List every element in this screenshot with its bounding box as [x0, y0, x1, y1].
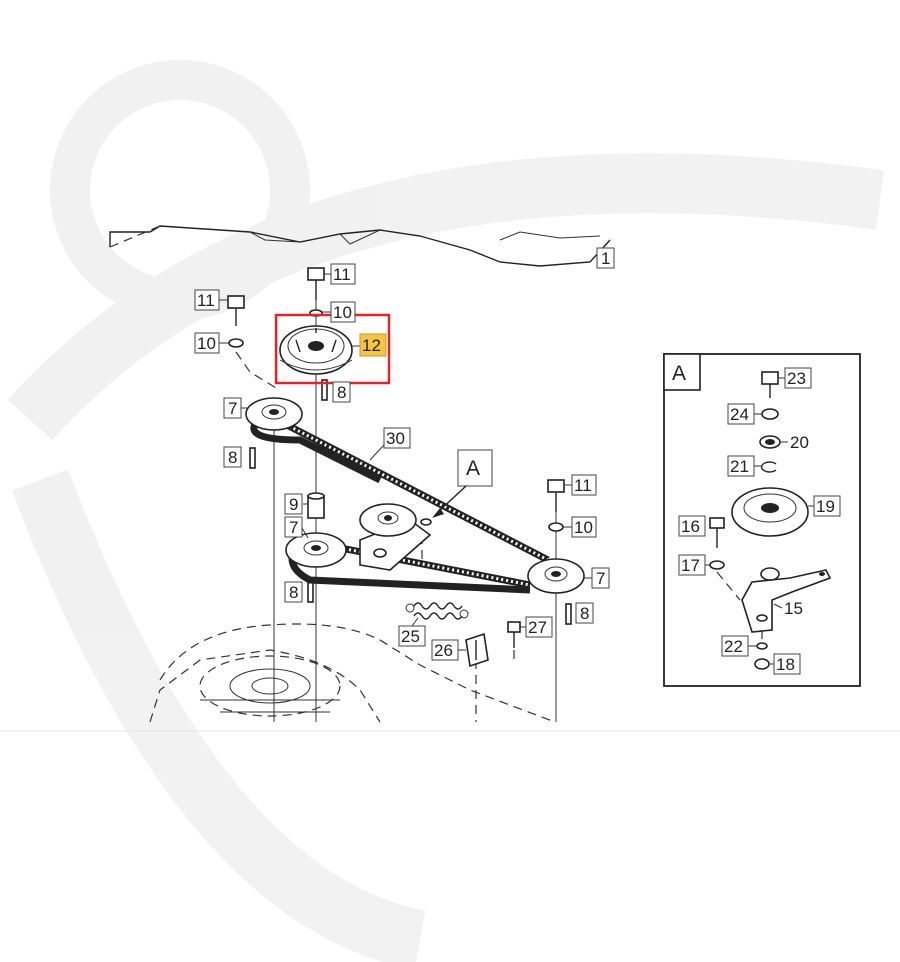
svg-text:11: 11 [574, 476, 592, 495]
mower-deck-outline [149, 623, 556, 723]
callout-12-highlighted[interactable]: 12 [352, 333, 387, 357]
detail-a-title: A [672, 362, 686, 385]
detail-clip-21 [760, 461, 777, 473]
svg-text:8: 8 [337, 383, 346, 402]
pin-8-top [321, 379, 328, 401]
detail-a-title-box [663, 353, 701, 391]
callout-11-right[interactable]: 11 [564, 474, 597, 496]
pulley-12 [279, 325, 353, 375]
svg-text:11: 11 [333, 265, 351, 284]
svg-text:1: 1 [601, 249, 610, 268]
svg-text:26: 26 [434, 641, 453, 660]
svg-text:9: 9 [289, 495, 298, 514]
main-diagram [109, 225, 611, 723]
svg-text:22: 22 [724, 637, 743, 656]
callout-8-left[interactable]: 8 [223, 446, 242, 468]
pulley-7-lower-left [285, 532, 347, 568]
svg-text:8: 8 [289, 583, 298, 602]
svg-text:7: 7 [228, 399, 237, 418]
callout-9[interactable]: 9 [284, 493, 308, 515]
callout-25[interactable]: 25 [398, 617, 426, 647]
idler-pulley-assembly [359, 503, 432, 571]
pin-8-right [565, 603, 572, 625]
callout-8-right[interactable]: 8 [575, 602, 594, 624]
svg-text:21: 21 [730, 457, 749, 476]
bolt-27 [507, 621, 521, 664]
pin-8-left [249, 447, 256, 469]
pulley-7-top-left [245, 397, 303, 431]
callout-11-left[interactable]: 11 [194, 289, 228, 311]
svg-text:8: 8 [228, 448, 237, 467]
svg-text:27: 27 [528, 618, 547, 637]
engine-outline [109, 225, 611, 267]
svg-text:30: 30 [386, 429, 405, 448]
watermark-logo [7, 60, 885, 962]
callout-19[interactable]: 19 [808, 495, 841, 517]
pin-8-lower [307, 581, 314, 603]
svg-text:10: 10 [574, 518, 593, 537]
detail-washer-22 [756, 642, 768, 650]
svg-text:25: 25 [401, 627, 420, 646]
svg-text:11: 11 [197, 291, 215, 310]
callout-7-top-left[interactable]: 7 [223, 397, 248, 419]
detail-bearing-20 [759, 435, 781, 449]
callout-7-right[interactable]: 7 [584, 567, 610, 589]
detail-nut-18 [754, 658, 770, 670]
svg-text:15: 15 [784, 599, 803, 618]
svg-text:20: 20 [790, 433, 809, 452]
callout-18[interactable]: 18 [769, 653, 801, 675]
detail-idler-arm-15 [741, 567, 832, 633]
callout-24[interactable]: 24 [727, 403, 762, 425]
callout-10-left[interactable]: 10 [194, 332, 229, 354]
callout-1[interactable]: 1 [596, 247, 615, 269]
detail-washer-24 [761, 408, 779, 420]
callout-10-center[interactable]: 10 [322, 301, 356, 323]
callout-8-top[interactable]: 8 [332, 381, 351, 403]
svg-text:19: 19 [816, 497, 835, 516]
svg-text:10: 10 [197, 334, 216, 353]
svg-text:24: 24 [730, 405, 749, 424]
svg-text:7: 7 [289, 518, 298, 537]
svg-text:18: 18 [776, 655, 795, 674]
bolt-11-left [227, 295, 277, 389]
callout-30[interactable]: 30 [369, 427, 411, 461]
callout-8-lower[interactable]: 8 [284, 581, 303, 603]
callout-10-right[interactable]: 10 [563, 516, 597, 538]
callout-20[interactable]: 20 [780, 433, 809, 452]
detail-pulley-19 [731, 487, 809, 537]
callout-15[interactable]: 15 [773, 599, 803, 618]
svg-text:8: 8 [580, 604, 589, 623]
svg-text:17: 17 [681, 556, 700, 575]
callout-16[interactable]: 16 [678, 515, 706, 537]
callout-7-lower-left[interactable]: 7 [284, 516, 309, 539]
spacer-9 [307, 492, 325, 519]
bolt-11-right [547, 479, 565, 532]
spring-25 [405, 602, 469, 620]
svg-text:10: 10 [333, 303, 352, 322]
bracket-26 [465, 632, 489, 668]
callout-17[interactable]: 17 [678, 554, 710, 576]
callout-27[interactable]: 27 [520, 616, 553, 638]
callout-26[interactable]: 26 [431, 639, 466, 661]
callout-22[interactable]: 22 [721, 635, 757, 657]
callout-21[interactable]: 21 [727, 455, 762, 477]
svg-text:23: 23 [787, 369, 806, 388]
detail-a-panel: A [663, 353, 861, 687]
svg-text:7: 7 [596, 569, 605, 588]
callout-23[interactable]: 23 [778, 367, 812, 389]
svg-text:12: 12 [362, 336, 381, 355]
callout-11-center[interactable]: 11 [324, 263, 356, 285]
callout-A-pointer[interactable]: A [432, 449, 493, 518]
svg-text:16: 16 [681, 517, 700, 536]
svg-text:A: A [466, 457, 480, 480]
belt-30 [250, 406, 550, 594]
pulley-7-right [527, 558, 585, 594]
